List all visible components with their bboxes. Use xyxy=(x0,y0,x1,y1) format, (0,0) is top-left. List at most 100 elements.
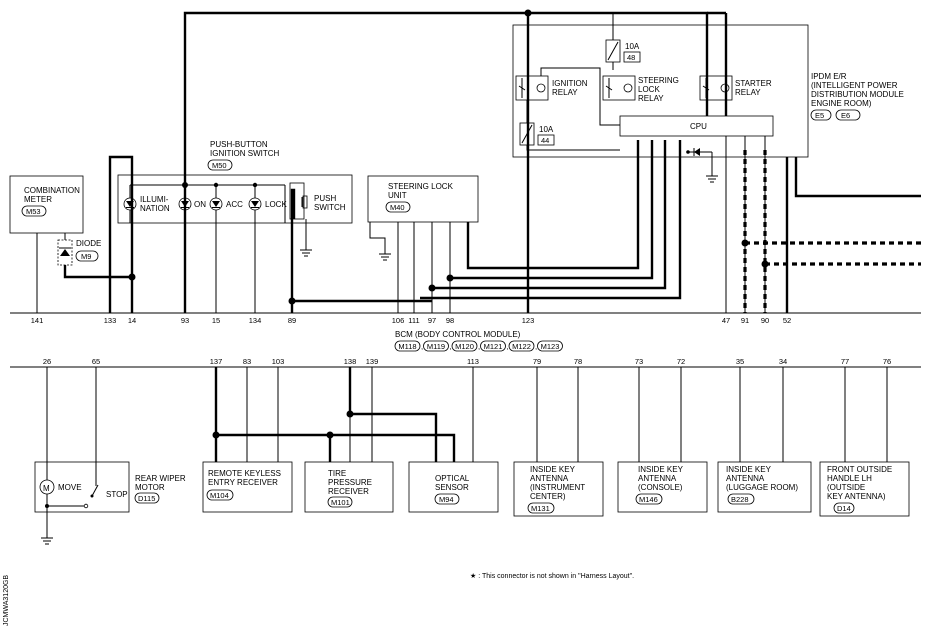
svg-text:44: 44 xyxy=(541,136,549,145)
svg-text:STOP: STOP xyxy=(106,490,128,499)
bcm-pin-label: 78 xyxy=(574,357,582,366)
svg-text:DIODE: DIODE xyxy=(76,239,101,248)
svg-text:PUSH-BUTTON: PUSH-BUTTON xyxy=(210,140,268,149)
svg-text:SWITCH: SWITCH xyxy=(314,203,346,212)
svg-text:(CONSOLE): (CONSOLE) xyxy=(638,483,683,492)
svg-text:REMOTE KEYLESS: REMOTE KEYLESS xyxy=(208,469,281,478)
bcm-pin-label: 90 xyxy=(761,316,769,325)
bcm-pin-label: 137 xyxy=(210,357,223,366)
remote-keyless-entry-receiver: REMOTE KEYLESS ENTRY RECEIVER M104 xyxy=(202,461,293,513)
bcm-pin-label: 65 xyxy=(92,357,100,366)
svg-text:M104: M104 xyxy=(210,491,229,500)
svg-text:IPDM E/R: IPDM E/R xyxy=(811,72,847,81)
bcm-pin-label: 76 xyxy=(883,357,891,366)
bcm-pin-label: 91 xyxy=(741,316,749,325)
lamp-lock: LOCK xyxy=(248,197,287,211)
bcm-connector-label: M123 xyxy=(541,342,560,351)
svg-text:INSIDE KEY: INSIDE KEY xyxy=(530,465,576,474)
svg-text:OPTICAL: OPTICAL xyxy=(435,474,470,483)
bcm-connector-separator: , xyxy=(450,342,452,351)
svg-text:D14: D14 xyxy=(837,504,851,513)
svg-text:HANDLE LH: HANDLE LH xyxy=(827,474,872,483)
svg-text:ACC: ACC xyxy=(226,200,243,209)
push-button-ignition-switch: PUSH-BUTTON IGNITION SWITCH M50 ILLUMI- … xyxy=(117,140,353,224)
bcm-pin-label: 34 xyxy=(779,357,787,366)
bcm-pin-label: 134 xyxy=(249,316,262,325)
svg-text:PRESSURE: PRESSURE xyxy=(328,478,372,487)
bcm-pin-label: 52 xyxy=(783,316,791,325)
bcm-pin-label: 97 xyxy=(428,316,436,325)
svg-text:RELAY: RELAY xyxy=(638,94,664,103)
svg-text:M9: M9 xyxy=(81,252,91,261)
svg-text:(LUGGAGE ROOM): (LUGGAGE ROOM) xyxy=(726,483,798,492)
svg-text:CPU: CPU xyxy=(690,122,707,131)
push-switch: PUSH SWITCH xyxy=(289,182,346,220)
bcm-connector-chip xyxy=(508,340,535,352)
bcm-pin-label: 106 xyxy=(392,316,405,325)
svg-text:ENTRY RECEIVER: ENTRY RECEIVER xyxy=(208,478,278,487)
svg-text:ANTENNA: ANTENNA xyxy=(726,474,765,483)
bcm-pin-label: 83 xyxy=(243,357,251,366)
svg-text:M50: M50 xyxy=(212,161,227,170)
bcm-pin-label: 138 xyxy=(344,357,357,366)
svg-text:UNIT: UNIT xyxy=(388,191,407,200)
svg-text:ILLUMI-: ILLUMI- xyxy=(140,195,169,204)
svg-text:SENSOR: SENSOR xyxy=(435,483,469,492)
bcm-pin-label: 15 xyxy=(212,316,220,325)
bcm-connector-chip xyxy=(537,340,563,352)
inside-key-antenna-instrument-center: INSIDE KEY ANTENNA (INSTRUMENT CENTER) M… xyxy=(513,461,604,517)
svg-text:ANTENNA: ANTENNA xyxy=(530,474,569,483)
front-outside-handle-lh: FRONT OUTSIDE HANDLE LH (OUTSIDE KEY ANT… xyxy=(819,461,910,517)
svg-text:M40: M40 xyxy=(390,203,405,212)
svg-text:ENGINE ROOM): ENGINE ROOM) xyxy=(811,99,872,108)
bcm-pin-label: 26 xyxy=(43,357,51,366)
svg-text:LOCK: LOCK xyxy=(265,200,287,209)
tire-pressure-receiver: TIRE PRESSURE RECEIVER M101 xyxy=(304,461,394,513)
bcm-connector-separator: , xyxy=(478,342,480,351)
bcm-pin-label: 72 xyxy=(677,357,685,366)
bcm-connector-list: M118,M119,M120,M121,M122,M123 xyxy=(394,340,563,352)
lamp-illumination: ILLUMI- NATION xyxy=(123,195,170,213)
svg-text:(INSTRUMENT: (INSTRUMENT xyxy=(530,483,585,492)
bcm-connector-label: M121 xyxy=(484,342,503,351)
bcm-connector-chip xyxy=(480,340,506,352)
svg-text:TIRE: TIRE xyxy=(328,469,346,478)
svg-text:10A: 10A xyxy=(539,125,554,134)
bcm-connector-chip xyxy=(451,340,478,352)
svg-text:DISTRIBUTION MODULE: DISTRIBUTION MODULE xyxy=(811,90,904,99)
svg-text:PUSH: PUSH xyxy=(314,194,336,203)
combination-meter: COMBINATION METER M53 xyxy=(9,175,84,234)
bcm-pin-label: 103 xyxy=(272,357,285,366)
svg-text:(INTELLIGENT POWER: (INTELLIGENT POWER xyxy=(811,81,898,90)
svg-text:COMBINATION: COMBINATION xyxy=(24,186,80,195)
svg-text:RELAY: RELAY xyxy=(735,88,761,97)
svg-text:KEY ANTENNA): KEY ANTENNA) xyxy=(827,492,886,501)
inside-key-antenna-console: INSIDE KEY ANTENNA (CONSOLE) M146 xyxy=(617,461,708,513)
svg-text:RECEIVER: RECEIVER xyxy=(328,487,369,496)
svg-text:ANTENNA: ANTENNA xyxy=(638,474,677,483)
bcm-title: BCM (BODY CONTROL MODULE) xyxy=(395,330,521,339)
optical-sensor: OPTICAL SENSOR M94 xyxy=(408,461,499,513)
svg-text:REAR WIPER: REAR WIPER xyxy=(135,474,186,483)
bcm-pin-label: 14 xyxy=(128,316,136,325)
svg-text:M53: M53 xyxy=(26,207,41,216)
svg-text:(OUTSIDE: (OUTSIDE xyxy=(827,483,865,492)
bcm-pin-label: 123 xyxy=(522,316,535,325)
svg-text:M94: M94 xyxy=(439,495,454,504)
svg-text:IGNITION: IGNITION xyxy=(552,79,588,88)
svg-text:B228: B228 xyxy=(731,495,749,504)
svg-text:MOVE: MOVE xyxy=(58,483,82,492)
svg-text:CENTER): CENTER) xyxy=(530,492,566,501)
svg-text:M146: M146 xyxy=(639,495,658,504)
bcm-pin-label: 47 xyxy=(722,316,730,325)
bcm-pin-label: 73 xyxy=(635,357,643,366)
bcm-pin-label: 113 xyxy=(467,357,479,366)
svg-text:IGNITION SWITCH: IGNITION SWITCH xyxy=(210,149,280,158)
svg-text:M101: M101 xyxy=(331,498,350,507)
bcm-connector-label: M118 xyxy=(398,342,416,351)
svg-text:M: M xyxy=(43,484,50,493)
inside-key-antenna-luggage-room: INSIDE KEY ANTENNA (LUGGAGE ROOM) B228 xyxy=(717,461,812,513)
svg-text:D115: D115 xyxy=(138,494,155,503)
